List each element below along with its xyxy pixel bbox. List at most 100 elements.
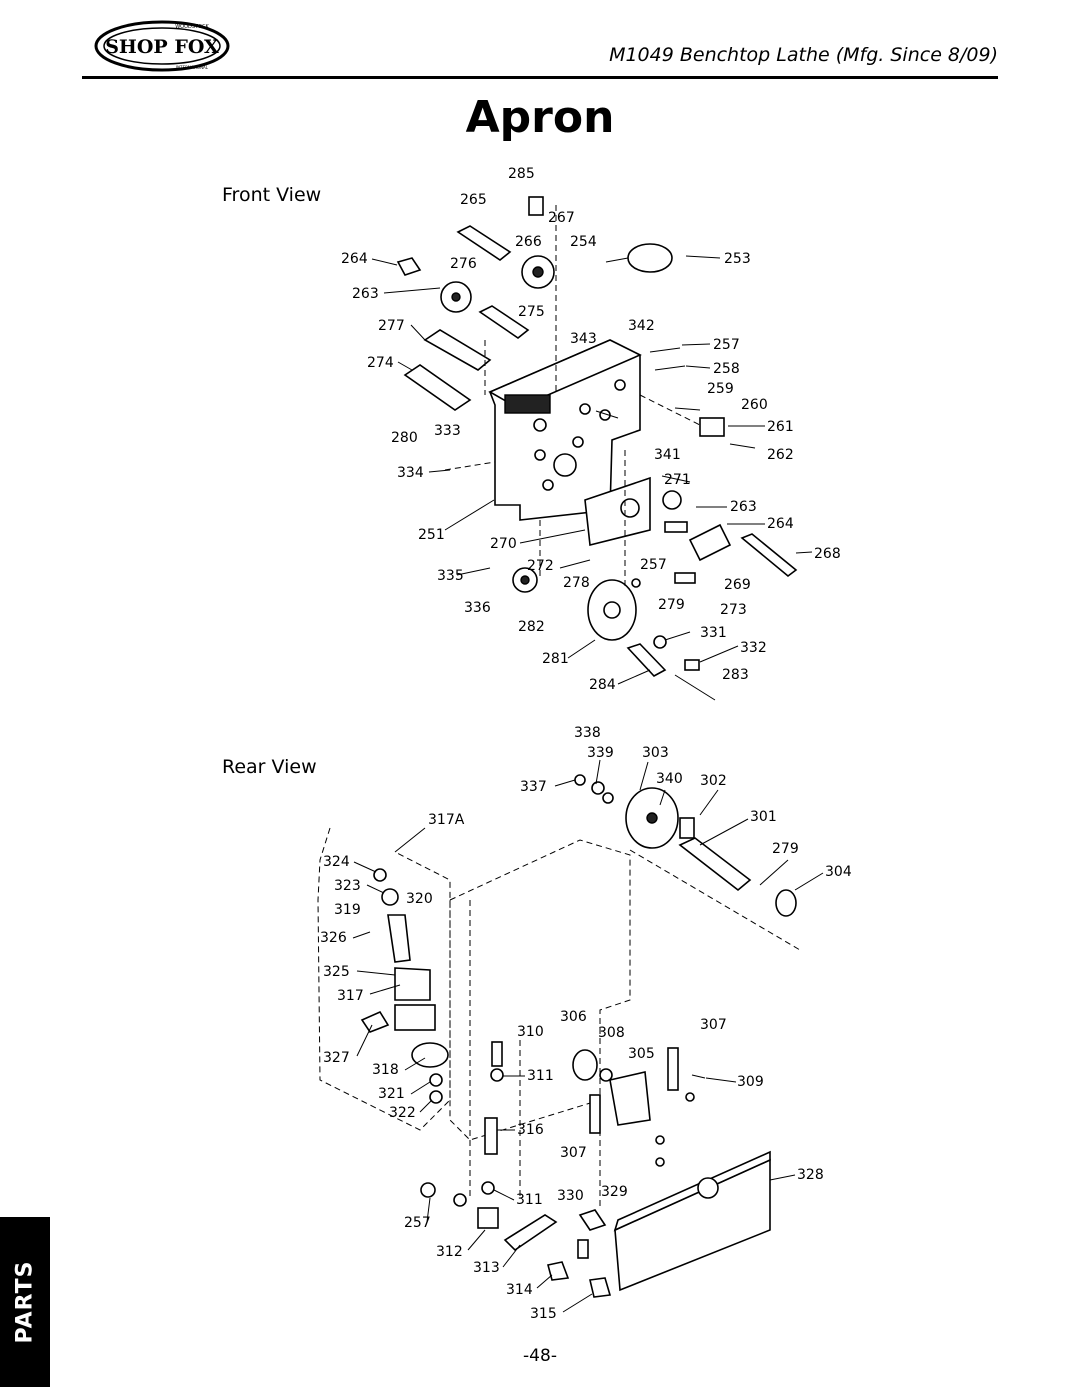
callout: 267 [548, 210, 575, 226]
callout: 284 [589, 677, 616, 693]
callout: 264 [767, 516, 794, 532]
callout: 302 [700, 773, 727, 789]
callout: 343 [570, 331, 597, 347]
callout: 319 [334, 902, 361, 918]
page-number: -48- [523, 1346, 557, 1366]
callout: 308 [598, 1025, 625, 1041]
callout: 313 [473, 1260, 500, 1276]
front-view-diagram [396, 196, 798, 701]
callout: 321 [378, 1086, 405, 1102]
callout: 272 [527, 558, 554, 574]
callout: 330 [557, 1188, 584, 1204]
rear-view-label: Rear View [222, 756, 317, 778]
side-tab-label: PARTS [12, 1260, 38, 1344]
callout: 265 [460, 192, 487, 208]
callout: 311 [527, 1068, 554, 1084]
callout: 254 [570, 234, 597, 250]
callout: 320 [406, 891, 433, 907]
callout: 257 [404, 1215, 431, 1231]
callout: 258 [713, 361, 740, 377]
callout: 318 [372, 1062, 399, 1078]
callout: 317A [428, 812, 465, 828]
callout: 323 [334, 878, 361, 894]
callout: 325 [323, 964, 350, 980]
callout: 307 [700, 1017, 727, 1033]
callout: 268 [814, 546, 841, 562]
callout: 285 [508, 166, 535, 182]
callout: 306 [560, 1009, 587, 1025]
callout: 259 [707, 381, 734, 397]
callout: 326 [320, 930, 347, 946]
callout: 339 [587, 745, 614, 761]
callout: 301 [750, 809, 777, 825]
callout: 277 [378, 318, 405, 334]
callout: 331 [700, 625, 727, 641]
callout: 340 [656, 771, 683, 787]
callout: 309 [737, 1074, 764, 1090]
logo-ring-bottom: INTERNATIONAL [176, 65, 209, 70]
callout: 261 [767, 419, 794, 435]
callout: 305 [628, 1046, 655, 1062]
callout: 307 [560, 1145, 587, 1161]
page-title: Apron [465, 92, 615, 143]
callout: 332 [740, 640, 767, 656]
callout: 253 [724, 251, 751, 267]
callout: 282 [518, 619, 545, 635]
callout: 341 [654, 447, 681, 463]
callout: 273 [720, 602, 747, 618]
callout: 314 [506, 1282, 533, 1298]
callout: 336 [464, 600, 491, 616]
callout: 257 [640, 557, 667, 573]
callout: 333 [434, 423, 461, 439]
callout: 329 [601, 1184, 628, 1200]
callout: 304 [825, 864, 852, 880]
callout: 279 [658, 597, 685, 613]
logo-ring-top: WOODSTOCK [175, 24, 209, 30]
callout: 278 [563, 575, 590, 591]
callout: 281 [542, 651, 569, 667]
callout: 337 [520, 779, 547, 795]
callout: 315 [530, 1306, 557, 1322]
callout: 324 [323, 854, 350, 870]
parts-side-tab: PARTS [0, 1217, 50, 1387]
callout: 312 [436, 1244, 463, 1260]
callout: 271 [664, 472, 691, 488]
callout: 260 [741, 397, 768, 413]
callout: 263 [730, 499, 757, 515]
callout: 328 [797, 1167, 824, 1183]
callout: 270 [490, 536, 517, 552]
callout: 274 [367, 355, 394, 371]
callout: 269 [724, 577, 751, 593]
callout: 317 [337, 988, 364, 1004]
header-rule [82, 76, 998, 79]
callout: 275 [518, 304, 545, 320]
front-view-label: Front View [222, 184, 322, 206]
callout: 303 [642, 745, 669, 761]
front-leader-lines [371, 255, 813, 685]
callout: 263 [352, 286, 379, 302]
callout: 266 [515, 234, 542, 250]
callout: 279 [772, 841, 799, 857]
callout: 334 [397, 465, 424, 481]
rear-view-diagram [317, 774, 801, 1298]
callout: 280 [391, 430, 418, 446]
callout: 327 [323, 1050, 350, 1066]
callout: 310 [517, 1024, 544, 1040]
logo-brand: SHOP FOX [105, 36, 219, 58]
callout: 251 [418, 527, 445, 543]
callout: 335 [437, 568, 464, 584]
callout: 311 [516, 1192, 543, 1208]
shop-fox-logo: SHOP FOX WOODSTOCK INTERNATIONAL [94, 20, 230, 72]
callout: 338 [574, 725, 601, 741]
callout: 342 [628, 318, 655, 334]
callout: 264 [341, 251, 368, 267]
callout: 262 [767, 447, 794, 463]
callout: 316 [517, 1122, 544, 1138]
callout: 257 [713, 337, 740, 353]
manual-title: M1049 Benchtop Lathe (Mfg. Since 8/09) [609, 44, 998, 66]
callout: 283 [722, 667, 749, 683]
front-callout-labels: 285 265 267 266 254 253 264 276 263 275 … [341, 166, 841, 693]
callout: 276 [450, 256, 477, 272]
callout: 322 [389, 1105, 416, 1121]
